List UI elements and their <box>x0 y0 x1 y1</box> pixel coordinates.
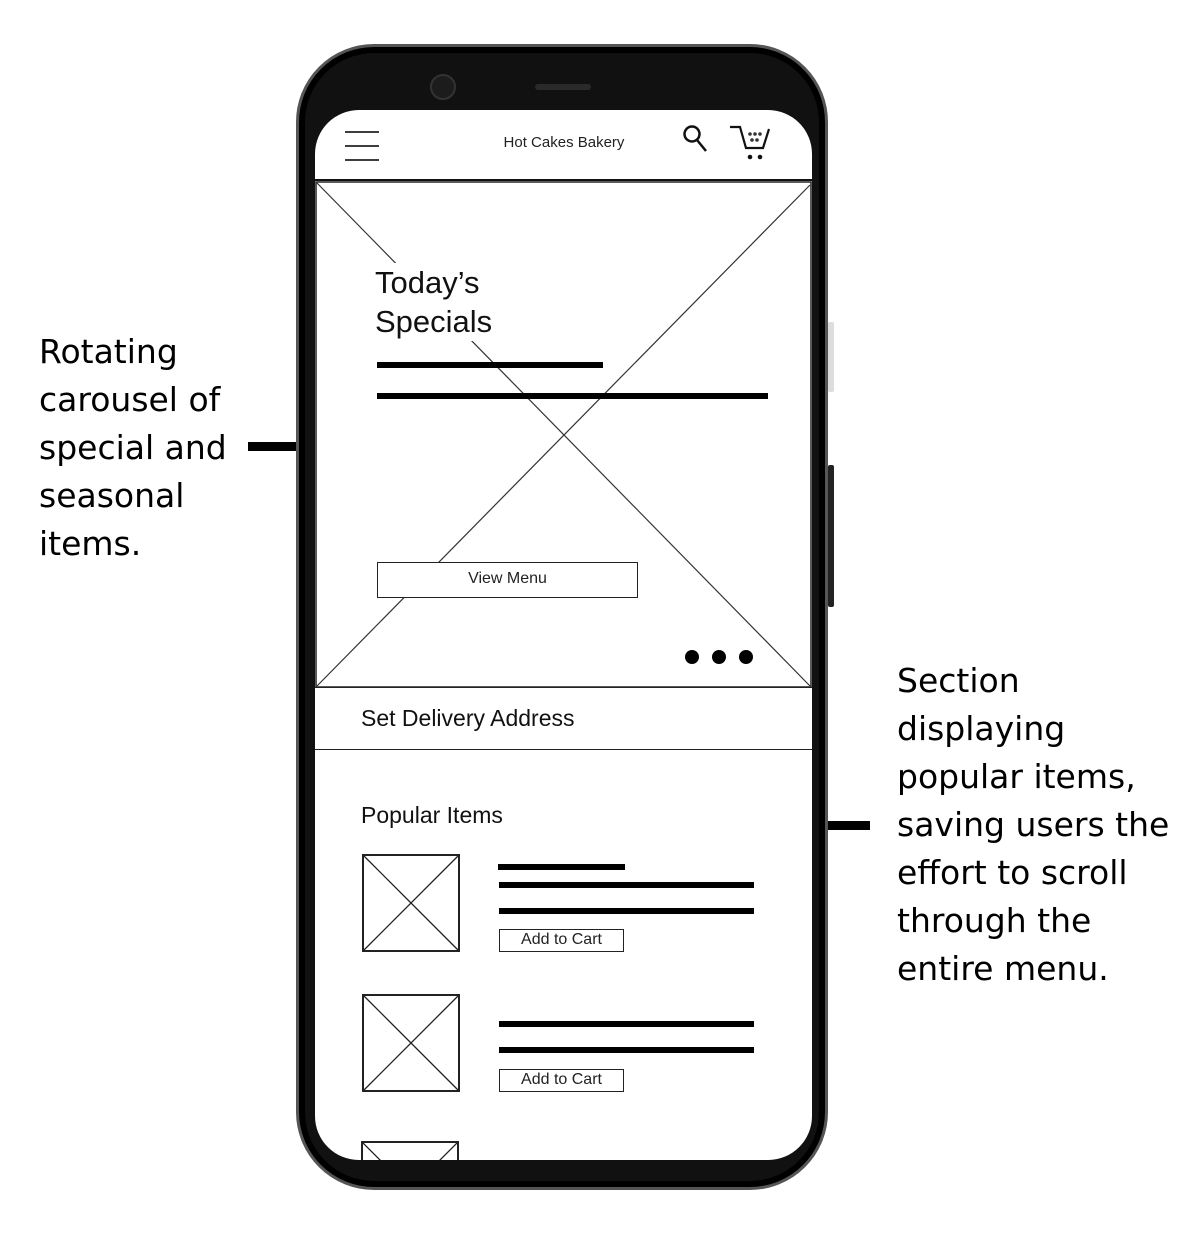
text-placeholder-line <box>499 1047 754 1053</box>
speaker-grille <box>535 84 591 90</box>
item-image-placeholder <box>362 854 460 952</box>
text-placeholder-line <box>498 864 625 870</box>
carousel-dot[interactable] <box>739 650 753 664</box>
carousel-dot[interactable] <box>685 650 699 664</box>
popular-item: Add to Cart <box>315 854 812 954</box>
text-placeholder-line <box>499 882 754 888</box>
annotation-carousel: Rotating carousel of special and seasona… <box>39 332 227 563</box>
phone-side-button <box>828 322 834 392</box>
item-image-placeholder <box>361 1141 459 1160</box>
image-placeholder <box>315 181 812 688</box>
item-image-placeholder <box>362 994 460 1092</box>
text-placeholder-line <box>377 362 603 368</box>
app-title: Hot Cakes Bakery <box>503 134 625 151</box>
text-placeholder-line <box>377 393 768 399</box>
cart-icon[interactable] <box>729 124 773 164</box>
text-placeholder-line <box>499 908 754 914</box>
hamburger-icon[interactable] <box>345 130 379 162</box>
carousel-dot[interactable] <box>712 650 726 664</box>
text-placeholder-line <box>499 1021 754 1027</box>
annotation-popular: Section displaying popular items, saving… <box>897 661 1170 988</box>
add-to-cart-button[interactable]: Add to Cart <box>499 1069 624 1092</box>
search-icon[interactable] <box>682 124 710 154</box>
view-menu-button[interactable]: View Menu <box>377 562 638 598</box>
set-delivery-address[interactable]: Set Delivery Address <box>315 688 812 750</box>
delivery-label: Set Delivery Address <box>361 705 575 731</box>
specials-title-line2: Specials <box>375 304 493 339</box>
specials-title-line1: Today’s <box>375 265 480 300</box>
add-to-cart-button[interactable]: Add to Cart <box>499 929 624 952</box>
camera-icon <box>430 74 456 100</box>
phone-volume-button <box>828 465 834 607</box>
popular-items-title: Popular Items <box>361 802 503 828</box>
carousel-indicators[interactable] <box>685 650 753 664</box>
popular-item: Add to Cart <box>315 994 812 1094</box>
app-header: Hot Cakes Bakery <box>315 110 812 181</box>
